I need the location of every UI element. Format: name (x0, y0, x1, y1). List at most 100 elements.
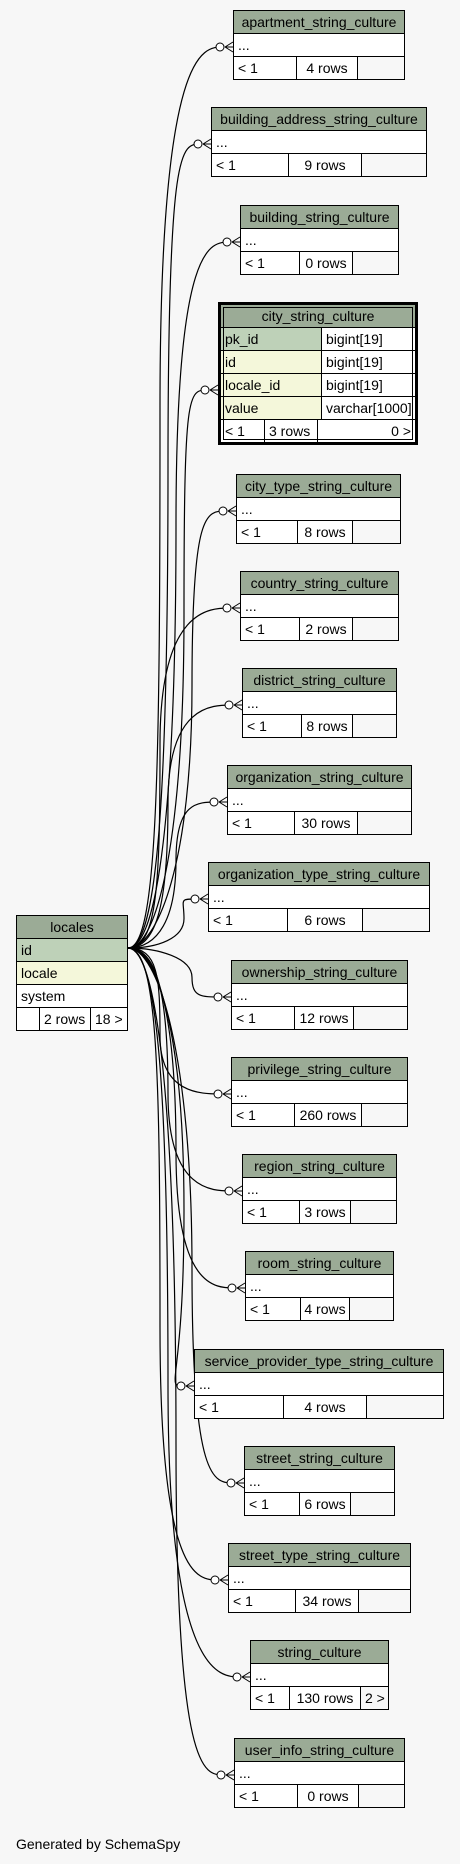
children-count (358, 57, 404, 79)
row-count: 260 rows (295, 1104, 362, 1126)
optional-marker-icon (193, 139, 203, 149)
optional-marker-icon (227, 1283, 237, 1293)
row-count: 30 rows (295, 812, 358, 834)
collapsed-columns: ... (235, 1762, 404, 1785)
parents-count: < 1 (209, 909, 288, 931)
crows-foot-icon (199, 893, 209, 905)
collapsed-columns: ... (209, 886, 429, 909)
crows-foot-icon (236, 1282, 246, 1294)
optional-marker-icon (215, 42, 225, 52)
table-locales[interactable]: locales id locale system 2 rows 18 > (16, 915, 128, 1031)
table-header[interactable]: room_string_culture (246, 1252, 393, 1275)
row-count: 0 rows (300, 252, 353, 274)
row-count: 130 rows (290, 1687, 361, 1709)
optional-marker-icon (209, 797, 219, 807)
column-type: varchar[1000] (322, 397, 415, 419)
table-header[interactable]: building_string_culture (241, 206, 398, 229)
relationship-edge (127, 704, 233, 949)
children-count: 2 > (361, 1687, 388, 1709)
table-city-string-culture[interactable]: city_string_culture pk_id bigint[19] id … (218, 302, 418, 445)
table-header[interactable]: apartment_string_culture (234, 11, 404, 34)
column-locale: locale (17, 962, 127, 985)
table-header[interactable]: city_type_string_culture (237, 475, 400, 498)
parents-count: < 1 (221, 420, 265, 442)
column-name: value (221, 397, 322, 419)
table-header[interactable]: string_culture (251, 1641, 388, 1664)
column-type: bigint[19] (322, 351, 415, 373)
table-header[interactable]: privilege_string_culture (232, 1058, 407, 1081)
table-header[interactable]: street_string_culture (245, 1447, 394, 1470)
column-type: bigint[19] (322, 374, 415, 396)
children-count (353, 715, 396, 737)
row-count: 3 rows (300, 1201, 351, 1223)
crows-foot-icon (219, 1574, 229, 1586)
optional-marker-icon (218, 506, 228, 516)
crows-foot-icon (222, 1088, 232, 1100)
table-header[interactable]: organization_string_culture (228, 766, 411, 789)
table-header[interactable]: user_info_string_culture (235, 1739, 404, 1762)
crows-foot-icon (224, 41, 234, 53)
relationship-edge (127, 947, 222, 1095)
table-header[interactable]: ownership_string_culture (232, 961, 407, 984)
children-count (351, 1201, 396, 1223)
row-count: 4 rows (297, 57, 358, 79)
row-count: 6 rows (288, 909, 363, 931)
column-id: id (17, 939, 127, 962)
parents-count: < 1 (246, 1298, 301, 1320)
parents-count: < 1 (251, 1687, 290, 1709)
collapsed-columns: ... (246, 1275, 393, 1298)
table-header[interactable]: region_string_culture (243, 1155, 396, 1178)
table-header[interactable]: city_string_culture (221, 305, 415, 328)
column-name: id (221, 351, 322, 373)
relationship-edge (127, 607, 231, 949)
optional-marker-icon (222, 603, 232, 613)
parents-count: < 1 (245, 1493, 300, 1515)
table-service-provider-type-string-culture[interactable]: service_provider_type_string_culture...<… (194, 1349, 444, 1419)
table-header[interactable]: organization_type_string_culture (209, 863, 429, 886)
optional-marker-icon (232, 1672, 242, 1682)
table-header[interactable]: locales (17, 916, 127, 939)
children-count (353, 618, 398, 640)
optional-marker-icon (210, 1575, 220, 1585)
table-header[interactable]: building_address_string_culture (212, 108, 426, 131)
table-header[interactable]: country_string_culture (241, 572, 398, 595)
row-count: 8 rows (302, 715, 353, 737)
table-header[interactable]: service_provider_type_string_culture (195, 1350, 443, 1373)
table-header[interactable]: street_type_string_culture (229, 1544, 410, 1567)
parents-count: < 1 (232, 1007, 295, 1029)
children-count (350, 1298, 393, 1320)
collapsed-columns: ... (243, 692, 396, 715)
children-count (367, 1396, 443, 1418)
optional-marker-icon (226, 1478, 236, 1488)
optional-marker-icon (213, 992, 223, 1002)
crows-foot-icon (233, 1185, 243, 1197)
relationship-edge (127, 947, 222, 998)
collapsed-columns: ... (241, 595, 398, 618)
table-header[interactable]: district_string_culture (243, 669, 396, 692)
parents-count (17, 1008, 40, 1030)
parents-count: < 1 (241, 618, 300, 640)
